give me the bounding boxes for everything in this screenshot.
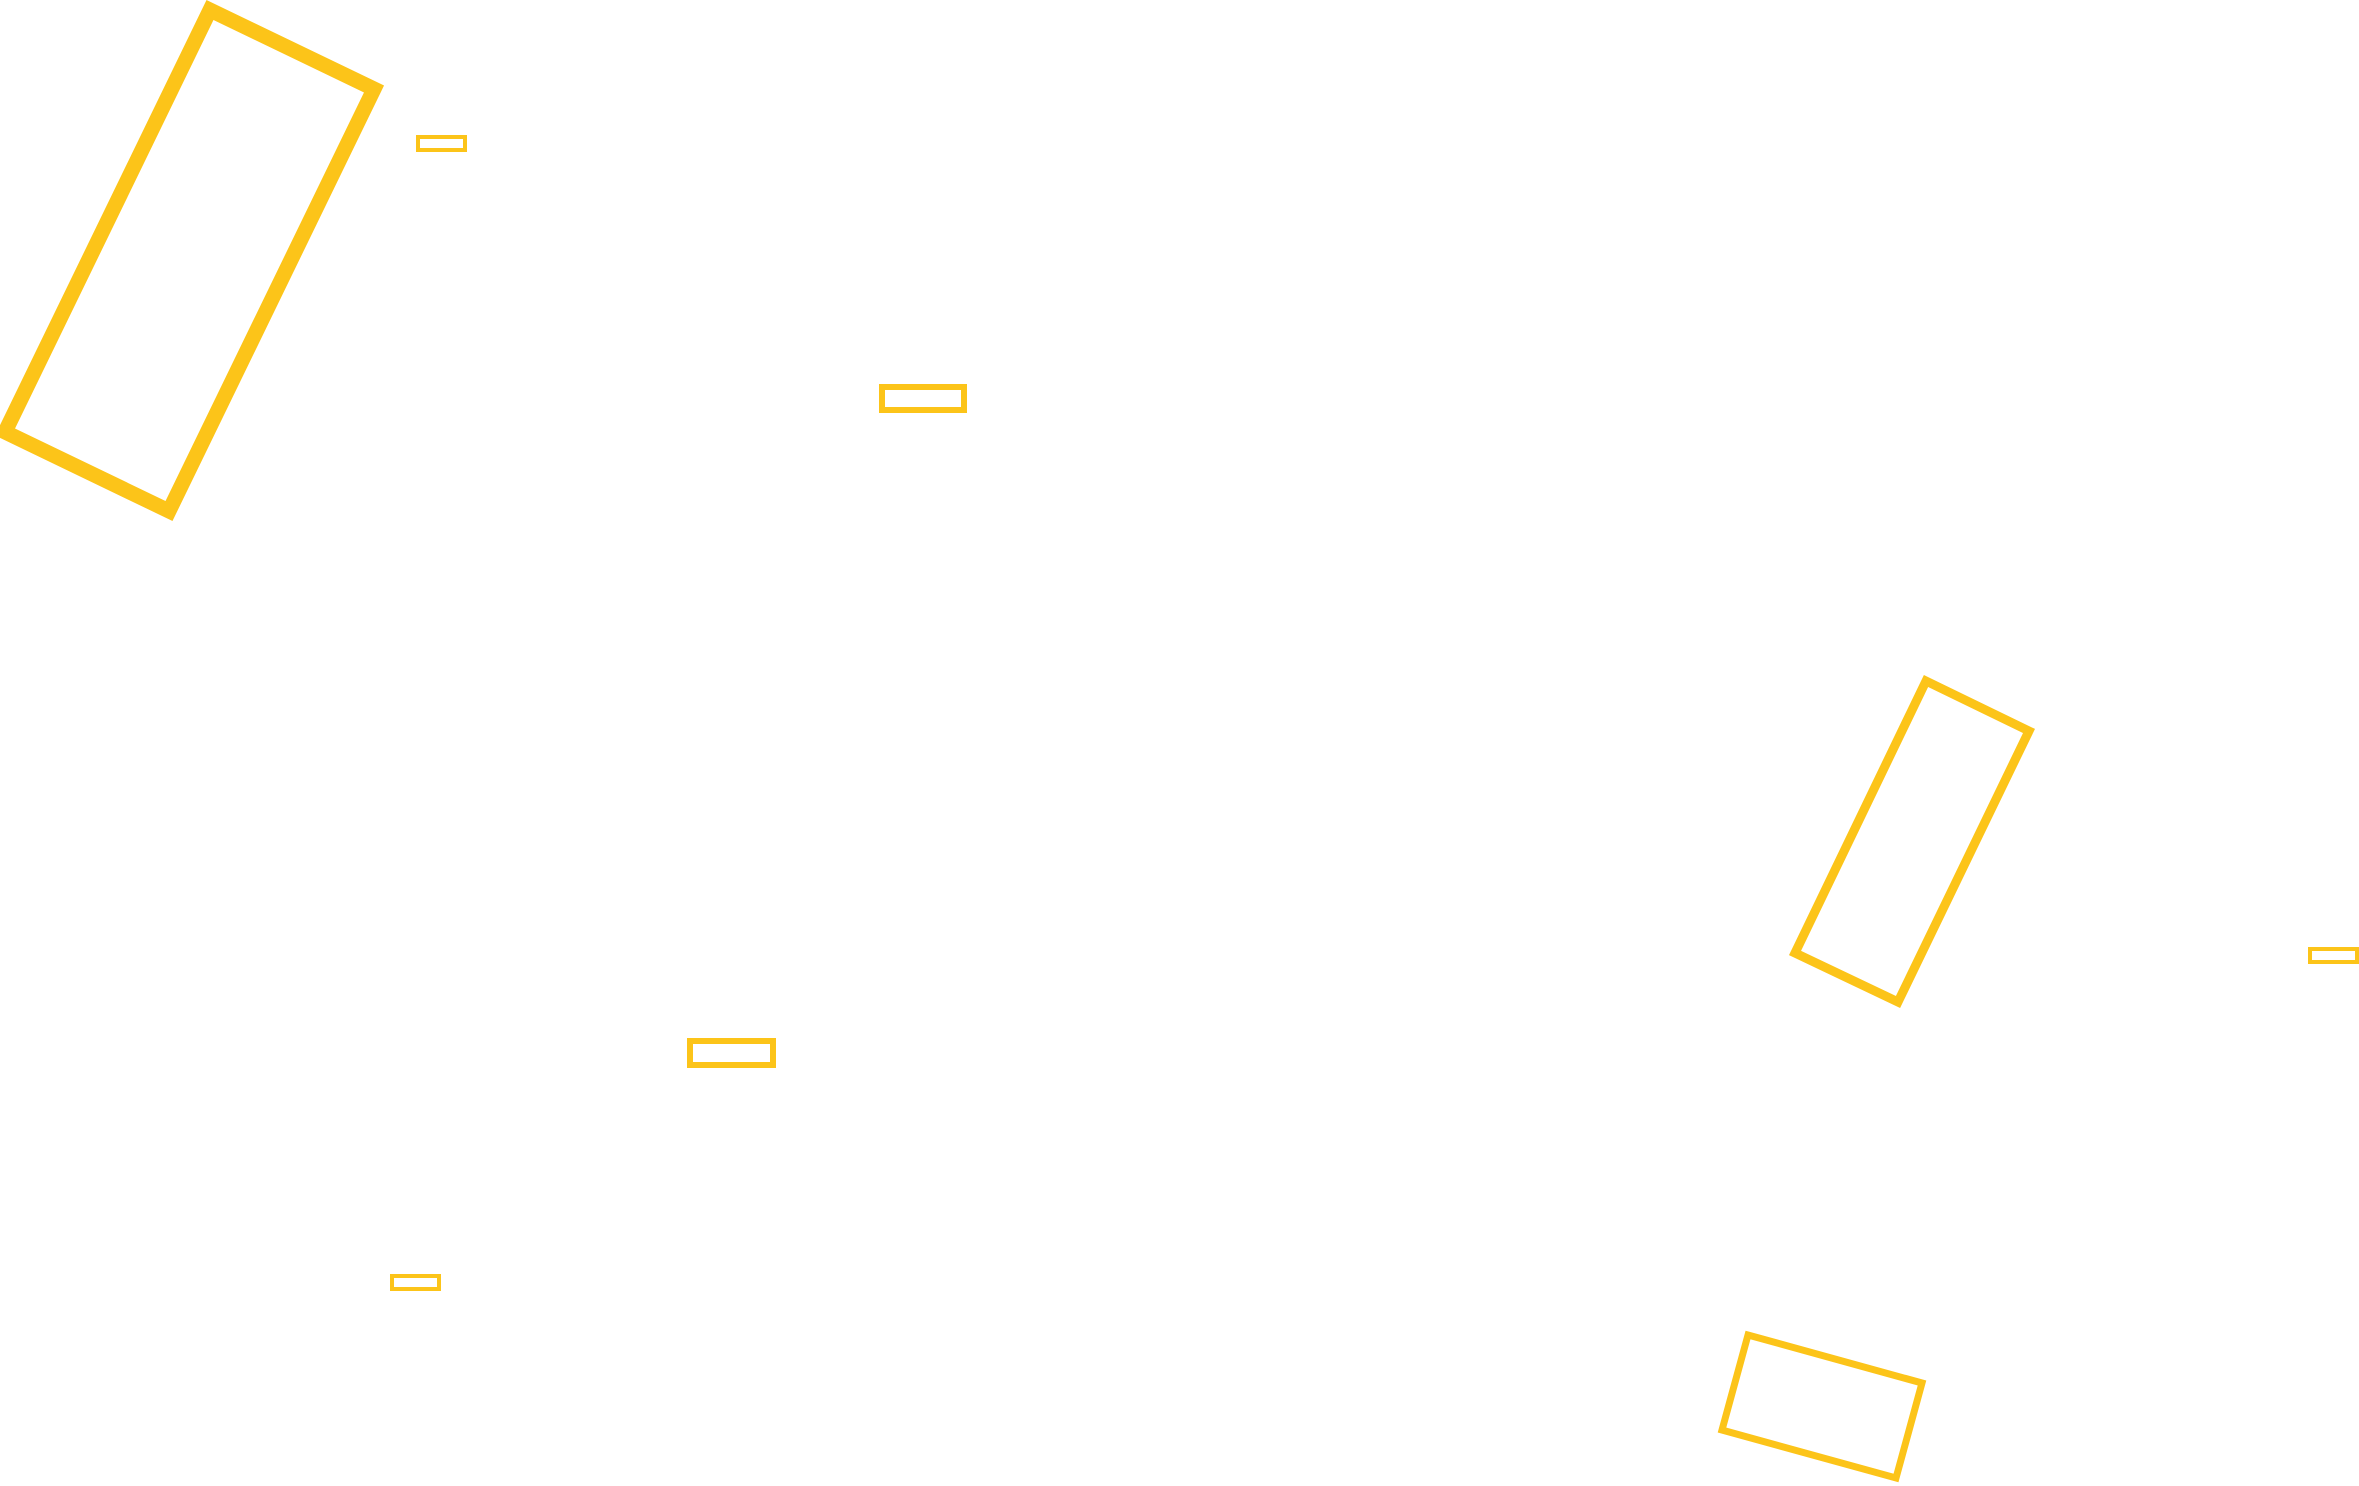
rectangle-frame-large — [0, 0, 385, 522]
rectangle-frame-small — [390, 1274, 441, 1291]
rectangle-frame-medium — [879, 384, 967, 413]
rectangle-frame-small — [416, 135, 467, 152]
rectangle-frame-tilted — [1788, 674, 2036, 1008]
rectangle-frame-small — [2308, 947, 2359, 964]
rectangle-frame-tilted — [1717, 1330, 1927, 1483]
rectangle-frame-medium — [687, 1038, 776, 1068]
